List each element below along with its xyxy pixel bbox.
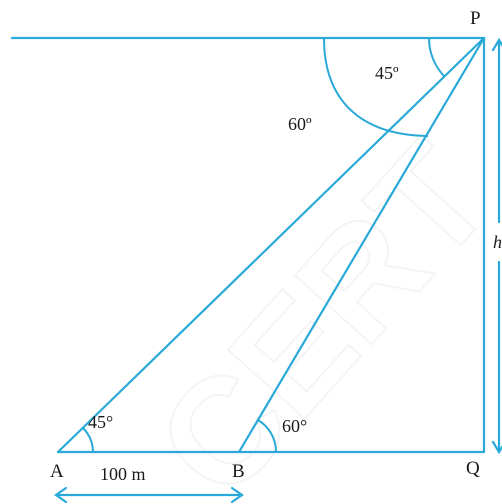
point-label-a: A xyxy=(50,461,64,482)
arrowhead-left xyxy=(54,486,68,504)
point-label-p: P xyxy=(470,8,481,29)
angle-arc-p-small xyxy=(427,37,445,77)
angle-label-a: 45° xyxy=(88,412,113,432)
line-pa xyxy=(56,36,486,454)
angle-label-p-small: 45º xyxy=(375,63,399,83)
arrowhead-bottom xyxy=(491,440,502,455)
line-pb xyxy=(237,36,486,454)
angle-arc-a xyxy=(82,427,94,453)
watermark-text: CERT xyxy=(124,112,502,504)
angle-label-p-large: 60º xyxy=(288,114,312,134)
angle-arc-b xyxy=(257,419,278,453)
distance-label-ab: 100 m xyxy=(100,464,146,484)
angle-label-b: 60° xyxy=(282,416,307,436)
arrowhead-right xyxy=(230,486,244,504)
height-label-h: h xyxy=(493,232,502,252)
point-label-b: B xyxy=(232,461,245,482)
angle-arc-p-large xyxy=(323,37,429,137)
point-label-q: Q xyxy=(466,458,480,479)
arrowhead-top xyxy=(491,37,502,52)
